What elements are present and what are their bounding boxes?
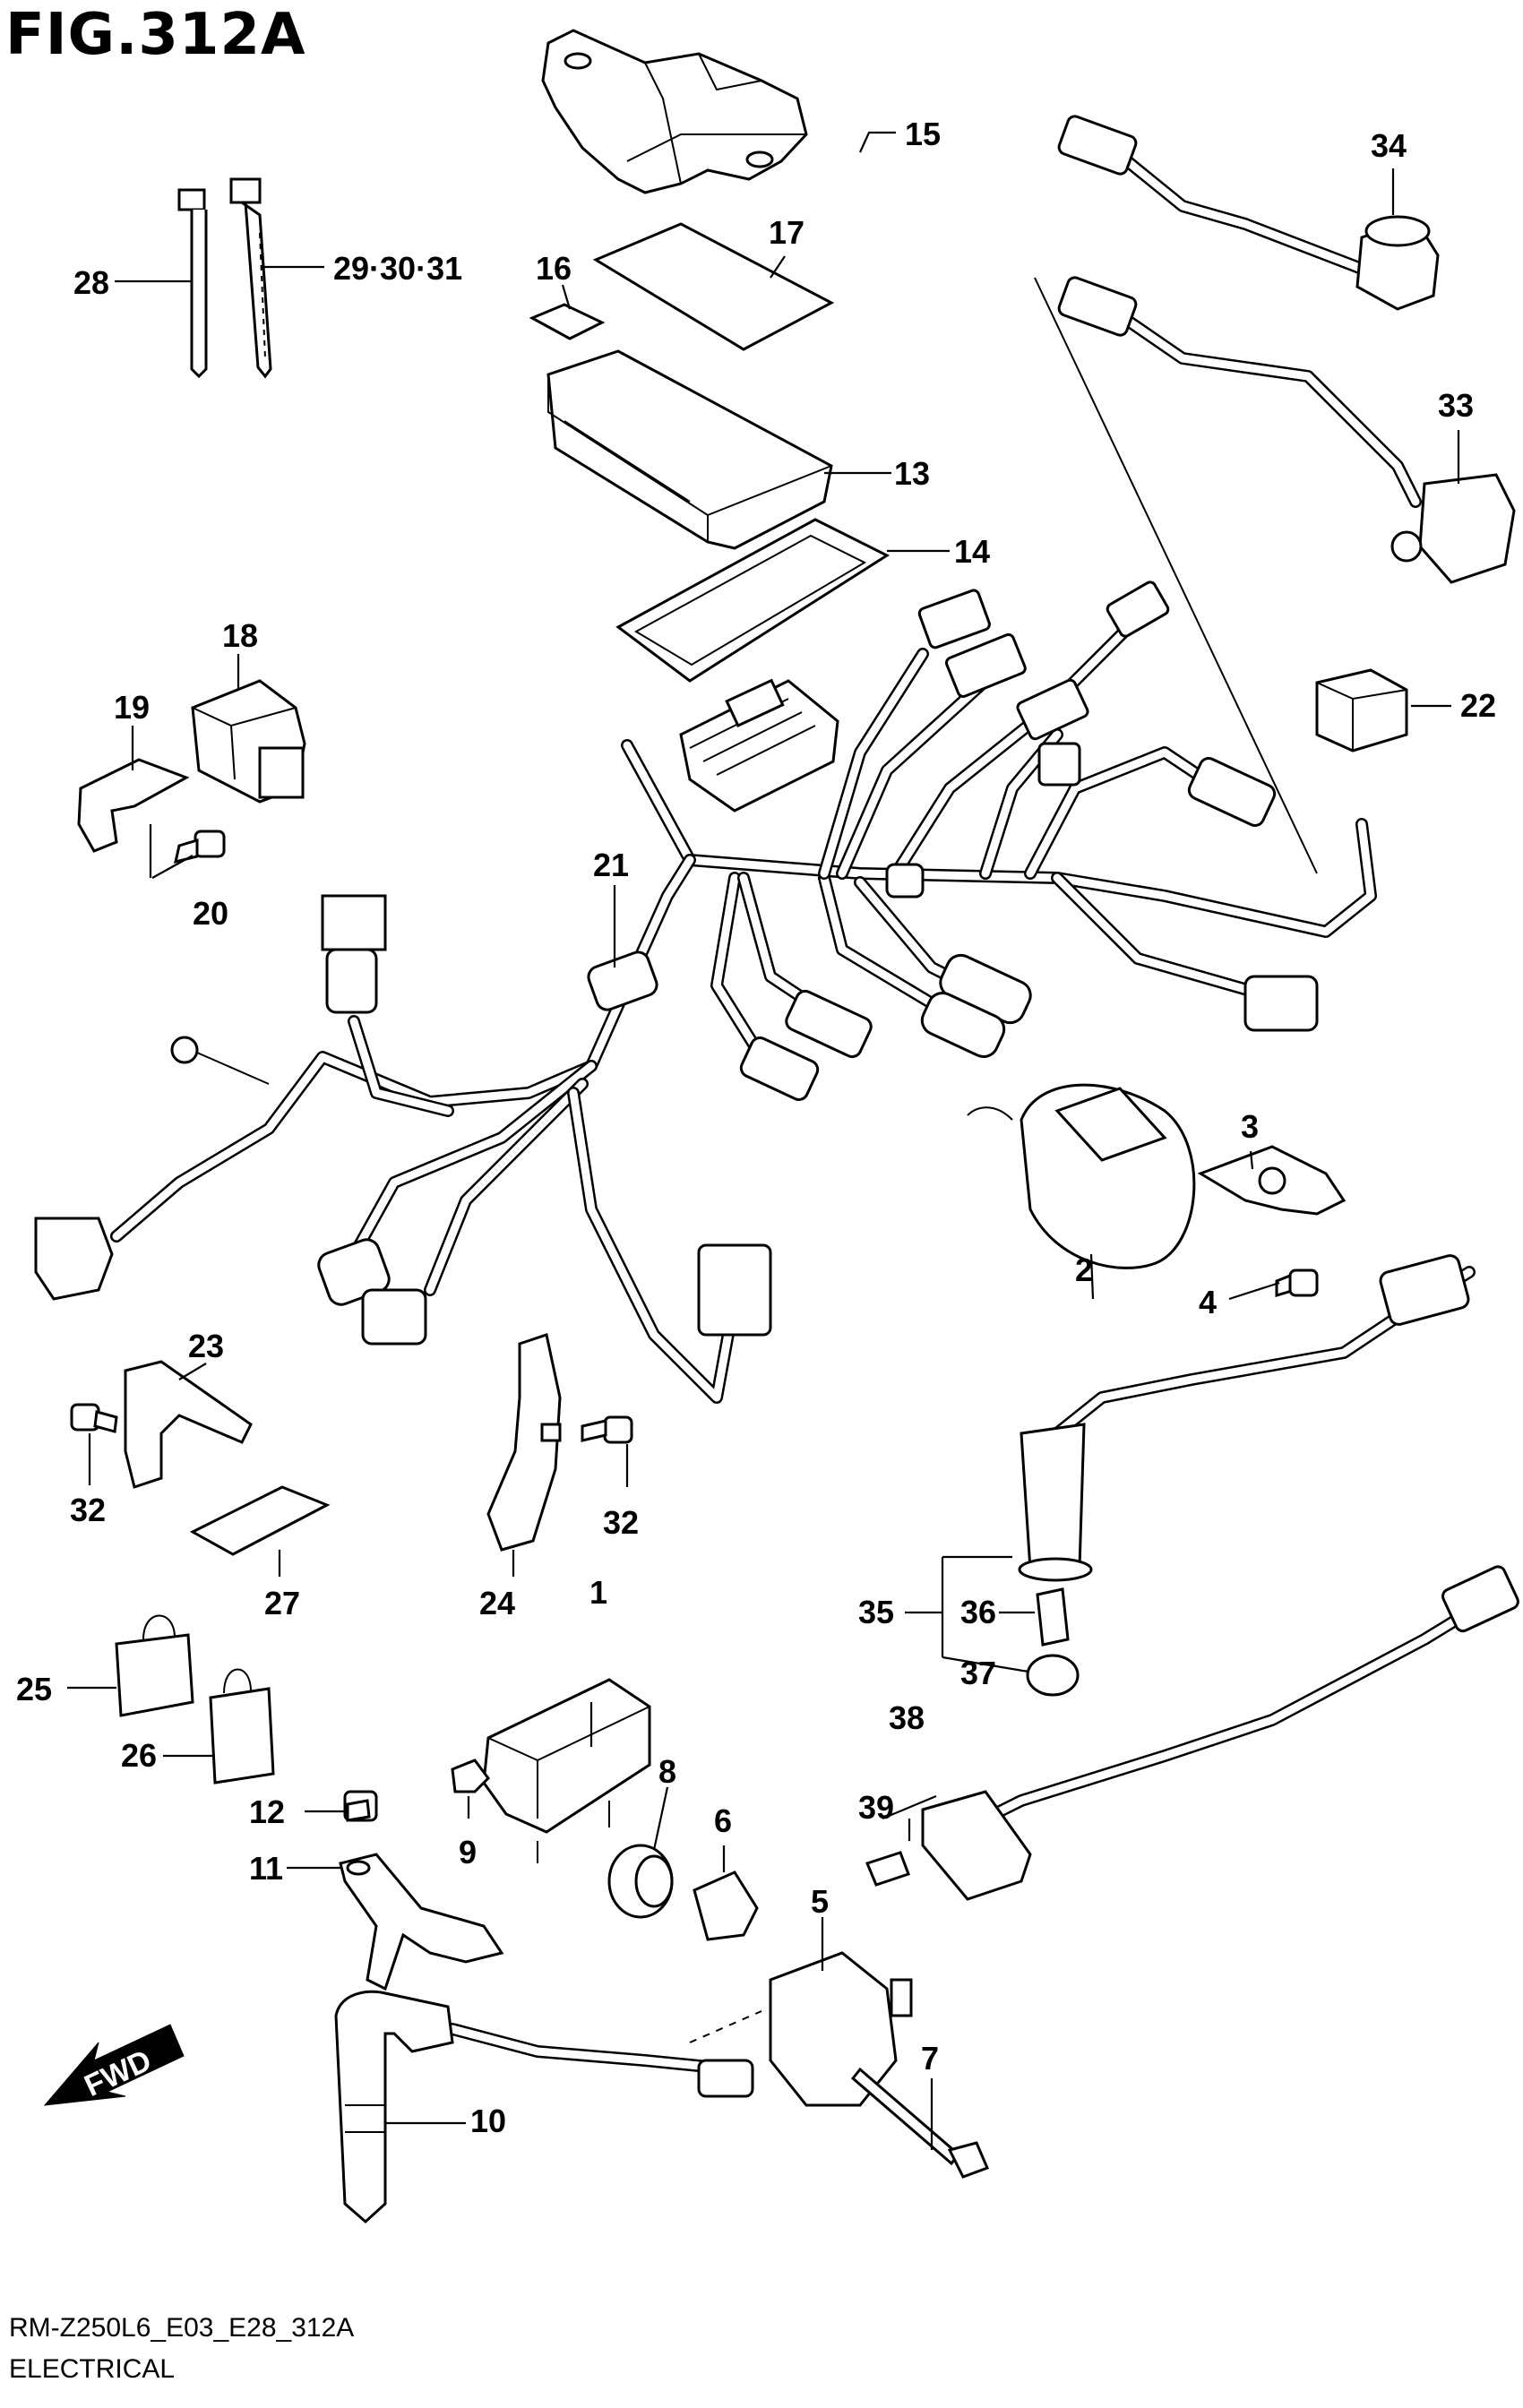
reference-line: [1034, 277, 1318, 874]
harness-bracket-24: [486, 1333, 562, 1552]
callout-23: 23: [188, 1328, 224, 1364]
callout-1: 1: [589, 1574, 607, 1611]
callout-11: 11: [249, 1850, 283, 1887]
regulator-rectifier: [482, 1678, 651, 1863]
callout-3: 3: [1241, 1108, 1259, 1145]
relay-holder: [77, 758, 190, 853]
relay-26: [209, 1668, 275, 1784]
figure-title: FIG.312A: [5, 2, 306, 68]
callout-35: 35: [858, 1594, 894, 1630]
callout-14: 14: [954, 533, 990, 570]
connector-cap: [1315, 668, 1408, 752]
relay-bolt: [174, 830, 226, 864]
cap-6: [693, 1870, 759, 1941]
bracket-bolt-12: [343, 1790, 378, 1822]
forward-arrow: FWD: [43, 2024, 185, 2106]
callout-4: 4: [1199, 1284, 1217, 1320]
grommet-36: [1036, 1587, 1070, 1647]
callout-25: 25: [16, 1671, 52, 1707]
callout-27: 27: [264, 1585, 300, 1621]
callout-6: 6: [714, 1802, 732, 1839]
callout-15: 15: [905, 116, 941, 152]
callout-24: 24: [479, 1585, 515, 1621]
spark-plug-cap: [334, 1990, 454, 2224]
relay-25: [115, 1614, 194, 1717]
pad-27: [189, 1485, 331, 1556]
bolt-32-right: [581, 1415, 633, 1444]
bracket-bolt: [1275, 1268, 1319, 1298]
nut-9: [451, 1759, 490, 1793]
callout-9: 9: [459, 1834, 477, 1870]
engine-stop-switch: [1057, 115, 1440, 311]
ecm-unit: [546, 349, 833, 550]
ecm-connector: [679, 678, 839, 813]
model-code: RM-Z250L6_E03_E28_312A: [9, 2313, 355, 2343]
callout-28: 28: [73, 264, 109, 301]
callout-37: 37: [960, 1655, 996, 1691]
callout-13: 13: [894, 455, 930, 492]
callout-39: 39: [858, 1789, 894, 1826]
callout-34: 34: [1371, 127, 1407, 164]
ecm-pad: [592, 222, 835, 351]
callout-36: 36: [960, 1594, 996, 1630]
ignition-coil: [446, 1951, 913, 2107]
leader-lines: [67, 131, 1460, 2150]
callout-20: 20: [193, 895, 228, 932]
capacitor: [967, 1083, 1196, 1269]
ecm-bracket: [541, 29, 808, 194]
callout-21: 21: [593, 847, 629, 883]
hot-start-switch: [1057, 276, 1516, 584]
callout-26: 26: [121, 1737, 157, 1774]
starter-relay: [191, 679, 306, 804]
speed-sensor-lead: [1018, 1254, 1476, 1582]
grommet-37: [1026, 1654, 1080, 1697]
bolt-32-left: [70, 1403, 118, 1433]
sub-harness: [921, 1565, 1519, 1901]
cable-tie-short: [177, 188, 208, 379]
callout-16: 16: [536, 250, 572, 287]
callout-38: 38: [889, 1699, 925, 1736]
callout-8: 8: [658, 1753, 676, 1790]
fuse: [865, 1851, 910, 1887]
grommet-8: [607, 1844, 674, 1919]
harness-connectors: [34, 580, 1319, 1346]
capacitor-bracket: [1197, 1145, 1347, 1216]
callout-17: 17: [769, 214, 805, 251]
callout-32-left: 32: [70, 1492, 106, 1528]
callout-10: 10: [470, 2103, 506, 2139]
callout-19: 19: [114, 689, 150, 726]
small-pad: [529, 303, 606, 340]
callout-18: 18: [222, 617, 258, 654]
callout-12: 12: [249, 1793, 285, 1830]
callout-29-30-31: 29·30·31: [333, 250, 462, 287]
callout-7: 7: [921, 2040, 939, 2077]
ecm-strap: [615, 518, 891, 683]
callout-32-right: 32: [603, 1504, 639, 1541]
callout-labels: 1 2 3 4 5 6 7 8 9 10 11 12 13 14 15 16 1…: [16, 116, 1496, 2139]
callout-2: 2: [1075, 1251, 1093, 1288]
callout-5: 5: [811, 1883, 829, 1920]
section-title: ELECTRICAL: [9, 2354, 176, 2384]
cable-tie-long: [229, 177, 272, 379]
ignition-coil-bolt: [850, 2067, 990, 2179]
callout-33: 33: [1438, 387, 1474, 424]
plug-cap-bracket: [339, 1853, 504, 1991]
harness-bracket-23: [124, 1360, 253, 1489]
callout-22: 22: [1460, 687, 1496, 724]
